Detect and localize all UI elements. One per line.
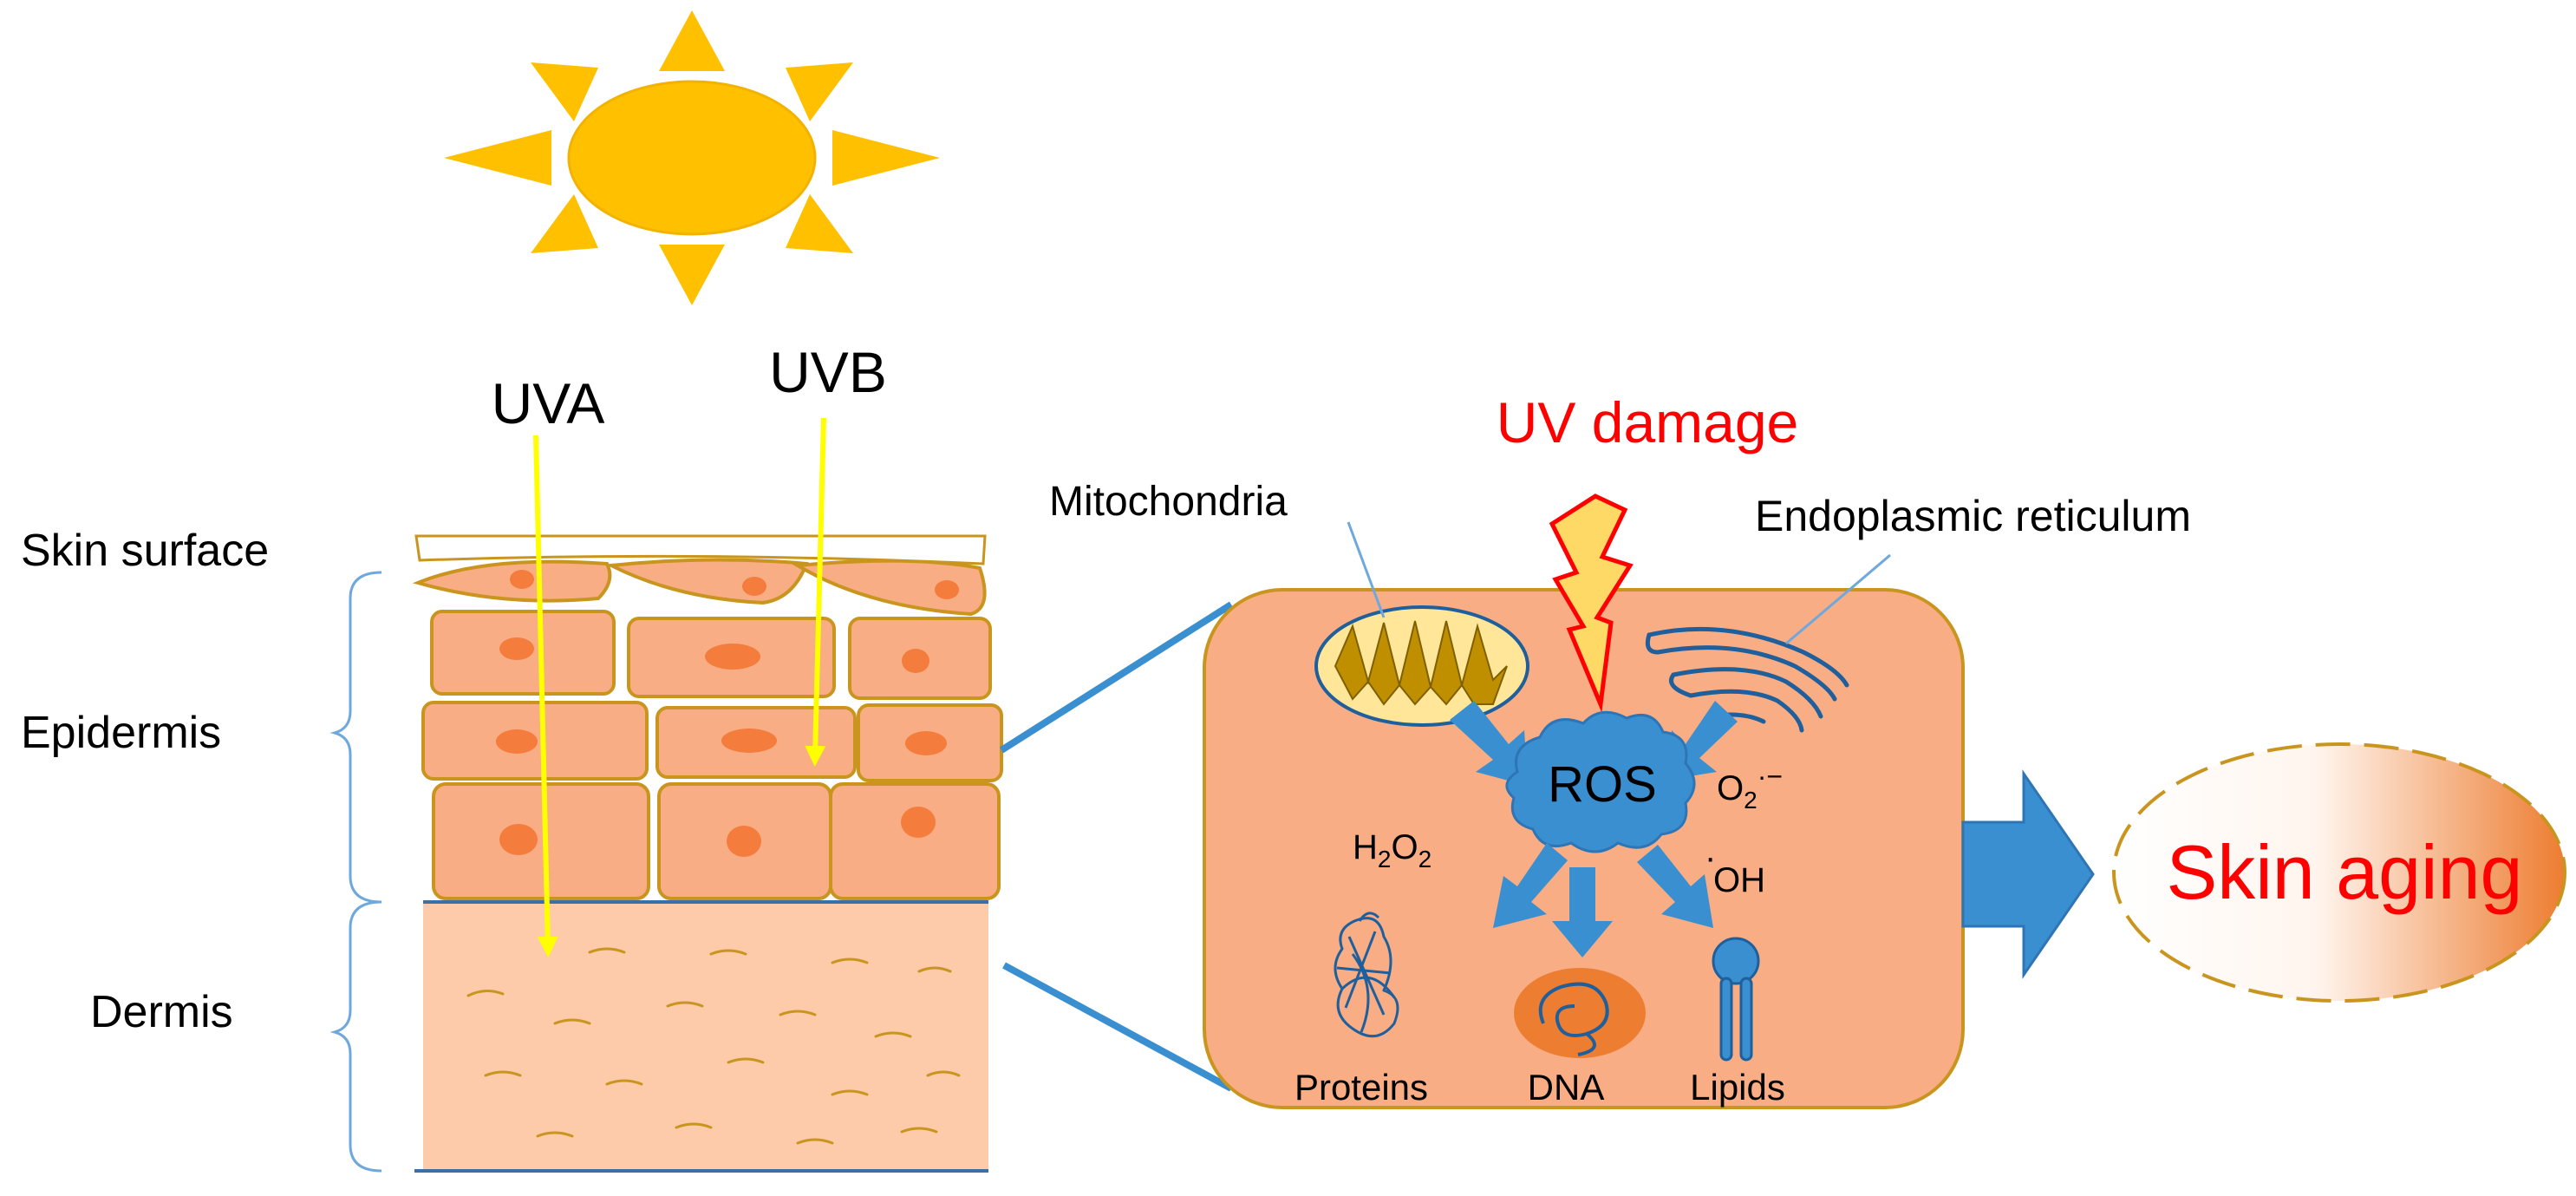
zoom-line-bottom (1002, 962, 1233, 1092)
arrow-mito-to-ros (1450, 701, 1528, 786)
cell-nuclei (496, 570, 959, 857)
lightning-icon (1549, 493, 1634, 713)
dermis-label: Dermis (90, 987, 233, 1037)
h2o2-label: H2O2 (1353, 828, 1431, 872)
sun-core (567, 80, 817, 236)
er-pointer (1785, 553, 1891, 645)
zoom-line-top (999, 601, 1234, 754)
skin-surface-label: Skin surface (21, 526, 269, 576)
endoplasmic-reticulum-icon (1645, 626, 1849, 733)
dna-icon (1514, 968, 1646, 1058)
sun-ray (832, 130, 940, 186)
block-arrow-right-icon (1961, 769, 2095, 979)
sun-icon (444, 10, 940, 305)
arrow-ros-to-proteins (1493, 843, 1568, 928)
sun-ray (531, 194, 598, 253)
sun-ray (786, 194, 853, 253)
arrow-ros-to-lipids (1637, 845, 1713, 928)
sun-ray (659, 10, 725, 71)
dna-label: DNA (1528, 1067, 1605, 1108)
uva-label: UVA (492, 371, 605, 435)
proteins-label: Proteins (1295, 1067, 1428, 1108)
mitochondria-icon (1314, 605, 1529, 727)
uvb-label: UVB (769, 340, 887, 404)
sun-ray (659, 245, 725, 305)
skin-aging-label: Skin aging (2167, 829, 2523, 915)
epidermis-label: Epidermis (21, 708, 221, 758)
hydroxyl-label: OH (1713, 861, 1765, 899)
epidermis-bracket (329, 571, 382, 904)
hydroxyl-dot: · (1705, 839, 1716, 877)
skin-aging-ellipse (2112, 742, 2566, 1003)
lipids-label: Lipids (1690, 1067, 1785, 1108)
flat-cell (605, 558, 809, 605)
dermis-fibers (466, 947, 961, 1145)
sun-ray (531, 62, 598, 121)
sun-ray (444, 130, 551, 186)
dermis-layer (414, 900, 988, 1173)
dermis-bracket (329, 900, 382, 1173)
protein-icon (1334, 912, 1399, 1038)
mitochondria-pointer (1347, 521, 1386, 618)
cell (432, 782, 650, 900)
uva-arrow (533, 435, 558, 957)
lipid-icon (1712, 937, 1760, 1062)
superoxide-label: O2·− (1717, 761, 1783, 814)
ros-output-arrows (1493, 843, 1713, 957)
arrow-ros-to-dna (1552, 867, 1613, 957)
ros-label: ROS (1548, 756, 1657, 813)
ros-cloud-icon (1505, 710, 1696, 853)
mitochondria-label: Mitochondria (1049, 479, 1288, 525)
endoplasmic-reticulum-label: Endoplasmic reticulum (1755, 492, 2191, 540)
skin-surface-layer (414, 534, 987, 565)
cell (829, 782, 1001, 900)
uv-damage-label: UV damage (1497, 390, 1799, 454)
sun-ray (786, 62, 853, 121)
uvb-arrow (805, 417, 826, 767)
